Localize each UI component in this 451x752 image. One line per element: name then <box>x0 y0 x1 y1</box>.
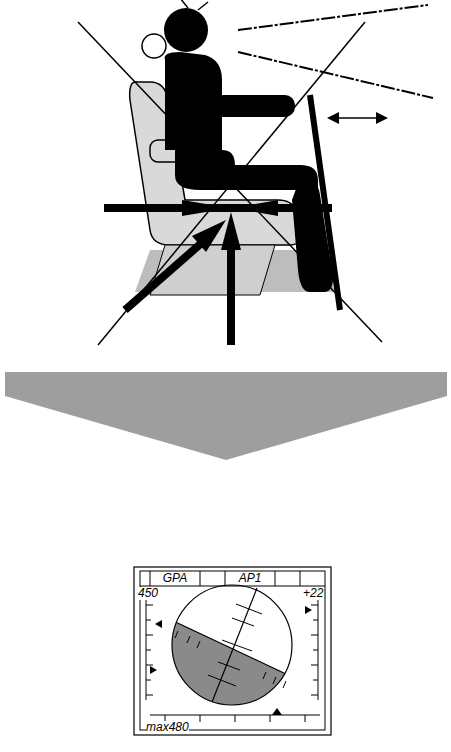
cross-out <box>98 22 365 345</box>
cell-label: GPA <box>163 572 187 585</box>
cross-out <box>78 22 382 342</box>
sight-line <box>238 5 428 30</box>
header-cell: GPA <box>150 571 200 586</box>
pilot <box>164 0 333 292</box>
force-arrow <box>221 212 241 250</box>
force-arrow <box>125 240 205 310</box>
sight-line <box>238 52 433 98</box>
scale-value: +22 <box>303 587 323 600</box>
attitude-display <box>134 567 331 735</box>
control-column <box>310 95 340 310</box>
result-chevron <box>5 372 447 460</box>
adjust-arrow <box>330 117 385 119</box>
cell-label: AP1 <box>239 572 262 585</box>
force-arrow <box>227 245 235 345</box>
header-cell: AP1 <box>225 571 275 586</box>
scale-value: max480 <box>146 721 189 734</box>
scale-value: 450 <box>138 587 158 600</box>
